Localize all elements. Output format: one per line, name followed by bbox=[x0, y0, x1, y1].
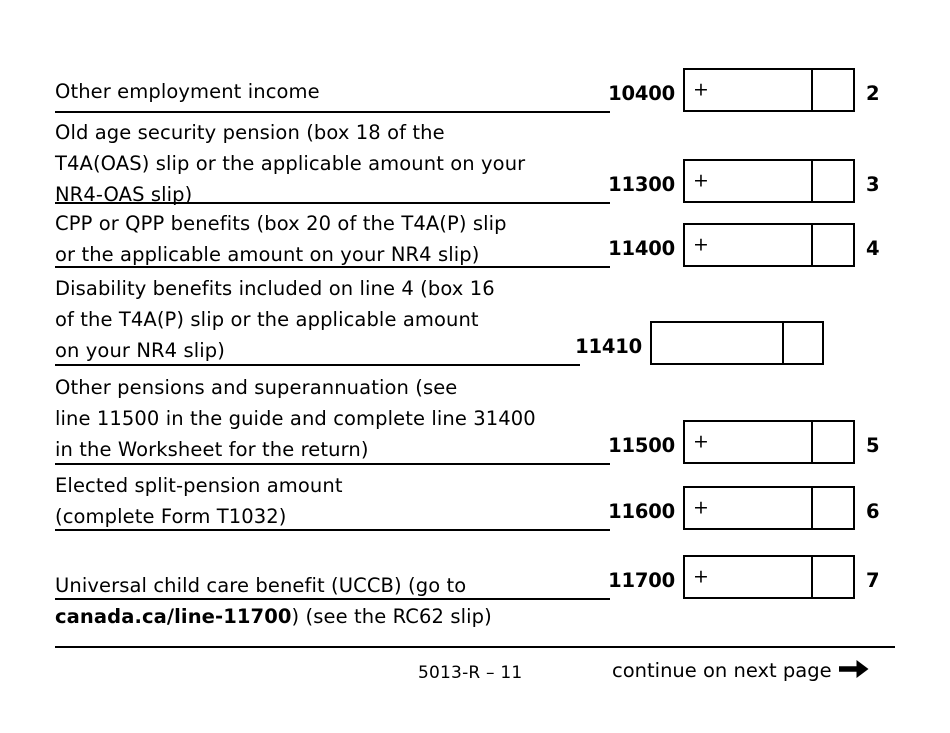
row-description: Old age security pension (box 18 of the … bbox=[55, 121, 526, 206]
row-underline bbox=[55, 529, 610, 531]
form-row-10400: Other employment income 10400 + 2 bbox=[0, 68, 950, 113]
item-number-4: 4 bbox=[866, 237, 880, 260]
item-number-2: 2 bbox=[866, 82, 880, 105]
continue-next-page: continue on next page bbox=[612, 659, 869, 683]
amount-cents-cell[interactable] bbox=[813, 70, 853, 110]
row-underline bbox=[55, 266, 610, 268]
amount-cents-cell[interactable] bbox=[813, 422, 853, 462]
line-code-11300: 11300 bbox=[608, 173, 675, 196]
form-row-11600: Elected split-pension amount (complete F… bbox=[0, 470, 950, 531]
amount-dollars-cell[interactable]: + bbox=[685, 557, 813, 597]
row-description: CPP or QPP benefits (box 20 of the T4A(P… bbox=[55, 212, 507, 266]
row-underline bbox=[55, 111, 610, 113]
amount-dollars-cell[interactable]: + bbox=[685, 70, 813, 110]
plus-operator: + bbox=[693, 496, 709, 519]
item-number-3: 3 bbox=[866, 173, 880, 196]
row-underline bbox=[55, 364, 580, 366]
amount-cents-cell[interactable] bbox=[813, 225, 853, 265]
item-number-6: 6 bbox=[866, 500, 880, 523]
amount-dollars-cell[interactable]: + bbox=[685, 488, 813, 528]
amount-dollars-cell[interactable]: + bbox=[685, 161, 813, 201]
plus-operator: + bbox=[693, 430, 709, 453]
line-code-11400: 11400 bbox=[608, 237, 675, 260]
amount-box-11410[interactable] bbox=[650, 321, 824, 365]
row-underline bbox=[55, 202, 610, 204]
item-number-5: 5 bbox=[866, 434, 880, 457]
row-underline bbox=[55, 463, 610, 465]
plus-operator: + bbox=[693, 78, 709, 101]
amount-cents-cell[interactable] bbox=[813, 161, 853, 201]
amount-dollars-cell[interactable]: + bbox=[685, 422, 813, 462]
row-description: Elected split-pension amount (complete F… bbox=[55, 474, 343, 528]
amount-dollars-cell[interactable]: + bbox=[685, 225, 813, 265]
arrow-right-icon bbox=[838, 659, 869, 683]
amount-box-11300[interactable]: + bbox=[683, 159, 855, 203]
row-description: Disability benefits included on line 4 (… bbox=[55, 277, 495, 362]
line-code-11600: 11600 bbox=[608, 500, 675, 523]
form-row-11300: Old age security pension (box 18 of the … bbox=[0, 117, 950, 206]
row-description: Universal child care benefit (UCCB) (go … bbox=[55, 539, 625, 632]
row-description: Other pensions and superannuation (see l… bbox=[55, 376, 536, 461]
line-code-10400: 10400 bbox=[608, 82, 675, 105]
amount-cents-cell[interactable] bbox=[784, 323, 822, 363]
line-code-11500: 11500 bbox=[608, 434, 675, 457]
plus-operator: + bbox=[693, 233, 709, 256]
line-code-11700: 11700 bbox=[608, 569, 675, 592]
form-row-11410: Disability benefits included on line 4 (… bbox=[0, 273, 950, 366]
continue-label: continue on next page bbox=[612, 659, 832, 683]
row-underline bbox=[55, 598, 610, 600]
plus-operator: + bbox=[693, 169, 709, 192]
amount-dollars-cell[interactable] bbox=[652, 323, 784, 363]
line-code-11410: 11410 bbox=[575, 335, 642, 358]
plus-operator: + bbox=[693, 565, 709, 588]
amount-box-11500[interactable]: + bbox=[683, 420, 855, 464]
uccb-url-bold: canada.ca/line-11700 bbox=[55, 605, 292, 628]
amount-cents-cell[interactable] bbox=[813, 557, 853, 597]
form-row-11400: CPP or QPP benefits (box 20 of the T4A(P… bbox=[0, 208, 950, 268]
footer-divider bbox=[55, 646, 895, 648]
form-row-11700: Universal child care benefit (UCCB) (go … bbox=[0, 539, 950, 628]
row-description: Other employment income bbox=[55, 80, 320, 103]
amount-box-10400[interactable]: + bbox=[683, 68, 855, 112]
item-number-7: 7 bbox=[866, 569, 880, 592]
uccb-text-trail: ) (see the RC62 slip) bbox=[291, 605, 492, 628]
amount-box-11600[interactable]: + bbox=[683, 486, 855, 530]
uccb-text-lead: Universal child care benefit (UCCB) (go … bbox=[55, 574, 467, 597]
amount-box-11700[interactable]: + bbox=[683, 555, 855, 599]
form-row-11500: Other pensions and superannuation (see l… bbox=[0, 372, 950, 465]
amount-cents-cell[interactable] bbox=[813, 488, 853, 528]
amount-box-11400[interactable]: + bbox=[683, 223, 855, 267]
form-code-label: 5013-R – 11 bbox=[418, 663, 523, 683]
